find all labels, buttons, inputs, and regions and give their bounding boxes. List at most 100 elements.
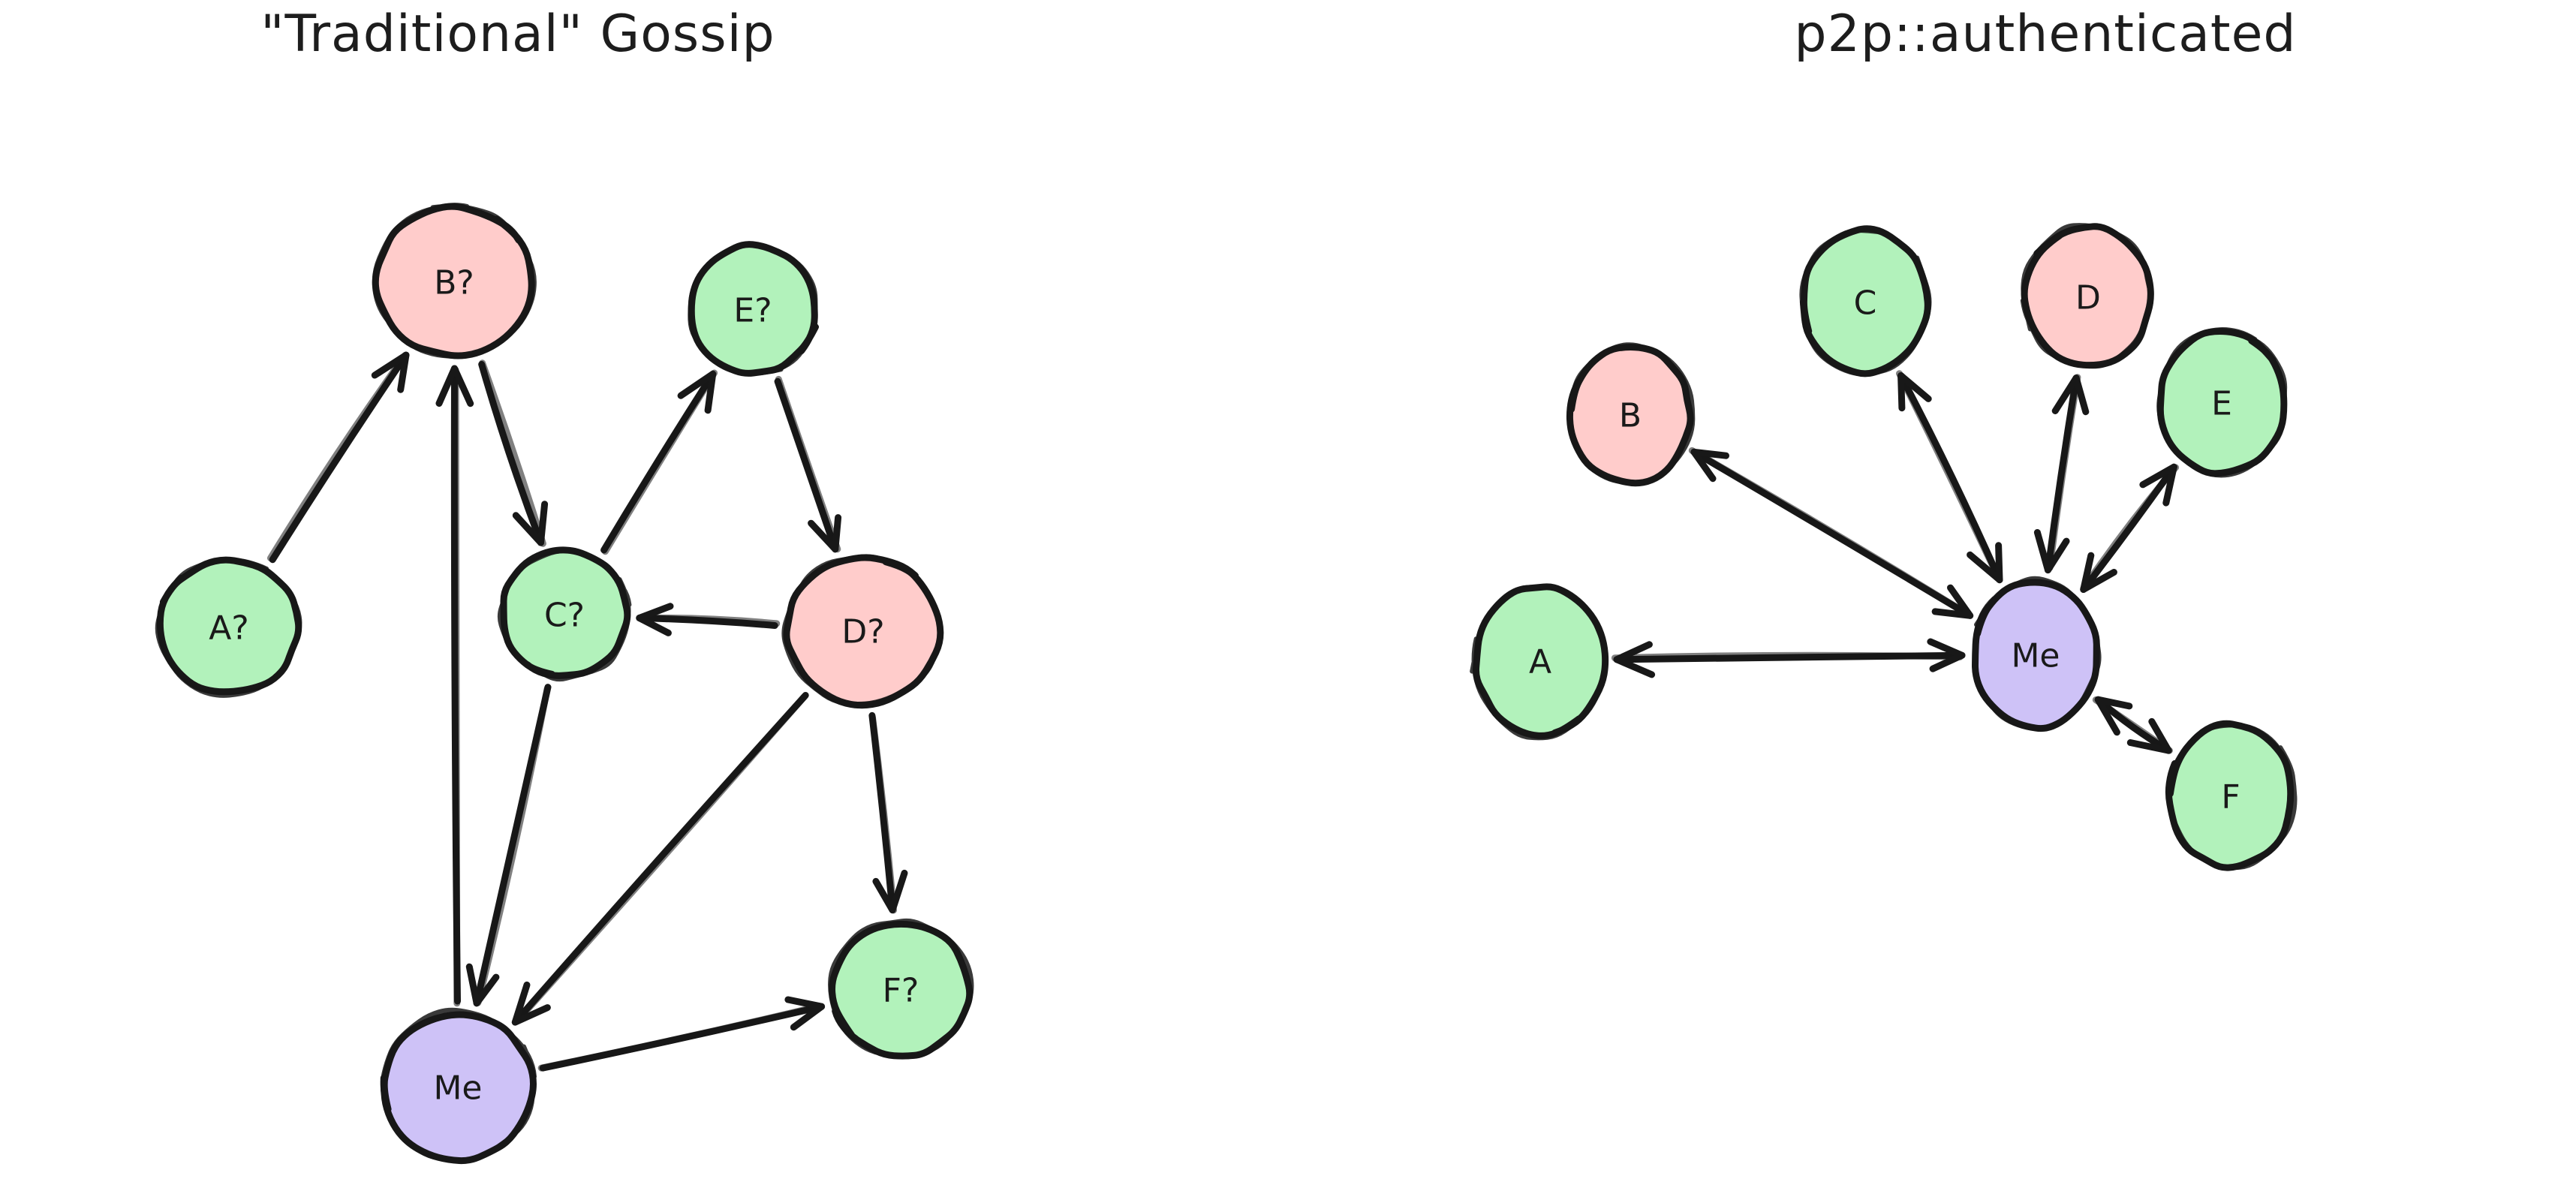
node-traditional-gossip-B[interactable]: B? (372, 203, 537, 359)
node-traditional-gossip-D[interactable]: D? (781, 554, 944, 709)
node-p2p-authenticated-F[interactable]: F (2165, 720, 2298, 871)
node-circle-sketch-pass (1470, 585, 1608, 741)
edge-line-sketch-pass (2046, 374, 2081, 572)
node-p2p-authenticated-E[interactable]: E (2156, 327, 2288, 478)
node-circle-sketch-pass (372, 203, 537, 359)
edge-line-sketch-pass (775, 375, 841, 553)
arrowhead (1613, 641, 1656, 678)
node-label: Me (433, 1069, 482, 1108)
node-label: C? (544, 597, 585, 635)
edge-p2p-authenticated-Me-to-E (2080, 463, 2180, 593)
edge-line-sketch-pass (479, 359, 546, 547)
node-label: D? (841, 613, 884, 651)
arrowhead (512, 501, 549, 546)
edge-traditional-gossip-D-to-C (636, 603, 781, 636)
edge-p2p-authenticated-Me-to-C (1896, 370, 2003, 584)
edge-layer (267, 351, 2180, 1072)
node-label: B (1619, 397, 1642, 435)
edge-p2p-authenticated-Me-to-F (2092, 696, 2173, 754)
edge-traditional-gossip-E-to-D (774, 375, 842, 553)
node-label: C (1854, 284, 1877, 323)
edge-line-sketch-pass (601, 369, 718, 555)
node-traditional-gossip-C[interactable]: C? (497, 546, 632, 682)
node-p2p-authenticated-Me[interactable]: Me (1971, 576, 2102, 732)
node-p2p-authenticated-D[interactable]: D (2020, 223, 2154, 369)
node-label: F (2221, 778, 2240, 817)
arrowhead-reverse (2094, 696, 2133, 736)
arrowhead (511, 981, 551, 1026)
edge-traditional-gossip-C-to-Me (465, 684, 552, 1007)
node-circle-sketch-pass (380, 1007, 537, 1163)
node-circle-sketch-pass (1972, 576, 2102, 731)
arrowhead (2126, 717, 2172, 754)
edge-line-sketch-pass (1611, 651, 1964, 662)
arrowhead-reverse (2080, 552, 2117, 593)
node-circle-sketch-pass (828, 918, 974, 1060)
edge-traditional-gossip-D-to-F (868, 711, 908, 914)
edge-line-sketch-pass (537, 1003, 823, 1072)
node-label: E? (733, 292, 772, 330)
arrowhead (465, 963, 500, 1007)
node-circle-sketch-pass (1567, 342, 1696, 486)
edge-line-sketch-pass (1688, 447, 1972, 618)
panel-title-p2p-authenticated: p2p::authenticated (1794, 5, 2296, 64)
node-label: A (1529, 643, 1551, 681)
arrowhead (1897, 372, 1932, 412)
node-layer: B? E? A? C? D? F? Me B C D E A F Me (155, 203, 2298, 1165)
node-circle-sketch-pass (1799, 227, 1932, 377)
node-label: Me (2011, 637, 2060, 675)
node-circle-sketch-pass (781, 554, 943, 706)
arrowhead (1690, 448, 1729, 483)
edge-line-sketch-pass (2080, 464, 2180, 592)
node-p2p-authenticated-C[interactable]: C (1799, 225, 1932, 377)
edge-p2p-authenticated-Me-to-B (1688, 447, 1974, 619)
edge-line-sketch-pass (474, 684, 551, 1006)
node-circle-sketch-pass (2020, 223, 2153, 369)
arrowhead (435, 365, 474, 408)
arrowhead (784, 996, 826, 1031)
node-circle-sketch-pass (688, 242, 818, 376)
arrowhead (2139, 463, 2177, 507)
arrowhead (636, 603, 674, 636)
edge-line-sketch-pass (1896, 370, 2003, 584)
node-p2p-authenticated-B[interactable]: B (1566, 342, 1696, 487)
edge-line-sketch-pass (513, 693, 808, 1025)
arrowhead (808, 514, 842, 553)
node-p2p-authenticated-A[interactable]: A (1470, 583, 1609, 741)
node-label: F? (883, 972, 919, 1010)
edge-traditional-gossip-B-to-C (478, 359, 549, 547)
node-circle-sketch-pass (2167, 723, 2298, 870)
arrowhead-reverse (2033, 529, 2070, 574)
edge-p2p-authenticated-Me-to-A (1611, 638, 1966, 678)
edge-traditional-gossip-D-to-Me (511, 692, 809, 1026)
arrowhead-reverse (1931, 584, 1974, 619)
panel-title-traditional-gossip: "Traditional" Gossip (260, 5, 775, 64)
arrowhead (677, 370, 717, 414)
node-label: D (2075, 279, 2101, 317)
edge-line-sketch-pass (637, 614, 781, 627)
arrowhead-reverse (1967, 542, 2003, 584)
node-traditional-gossip-E[interactable]: E? (688, 241, 819, 377)
edge-traditional-gossip-A-to-B (267, 351, 410, 564)
edge-traditional-gossip-Me-to-B (435, 365, 474, 1007)
edge-line-sketch-pass (267, 351, 409, 562)
node-circle-sketch-pass (2156, 327, 2288, 478)
title-layer: "Traditional" Gossip p2p::authenticated (260, 5, 2296, 64)
node-label: A? (209, 609, 248, 648)
edge-line-sketch-pass (452, 366, 461, 1007)
node-label: B? (434, 264, 474, 302)
arrowhead (371, 351, 410, 393)
edge-p2p-authenticated-Me-to-D (2033, 374, 2090, 574)
arrowhead (872, 869, 908, 914)
node-traditional-gossip-A[interactable]: A? (155, 556, 302, 698)
node-circle-sketch-pass (497, 548, 632, 682)
node-label: E (2211, 385, 2232, 423)
edge-traditional-gossip-C-to-E (600, 369, 718, 555)
node-traditional-gossip-Me[interactable]: Me (380, 1007, 537, 1165)
node-traditional-gossip-F[interactable]: F? (828, 918, 974, 1060)
arrowhead (2051, 374, 2090, 416)
edge-line-sketch-pass (869, 714, 897, 914)
arrowhead-reverse (1927, 638, 1966, 672)
